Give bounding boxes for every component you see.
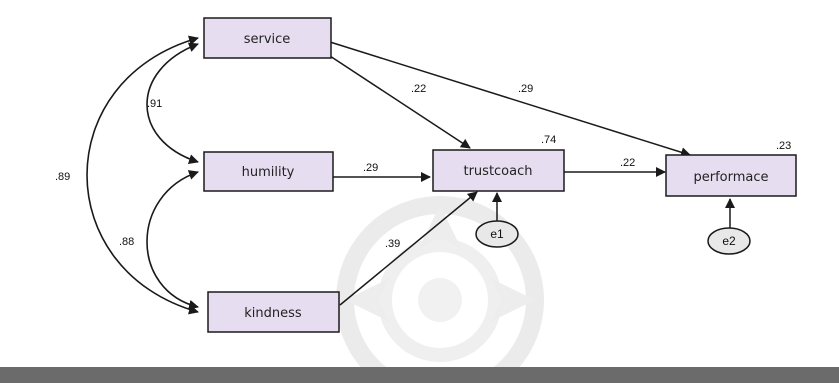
coef-humility-trustcoach-label: .29 <box>363 162 378 174</box>
error-e1: e1 <box>475 220 519 248</box>
variable-kindness-label: kindness <box>244 306 302 321</box>
variable-humility-label: humility <box>242 165 295 180</box>
coef-service-trustcoach-label: .22 <box>411 83 426 95</box>
corr-service-humility-label: .91 <box>147 98 162 110</box>
variable-kindness: kindness <box>207 291 340 333</box>
covariance-service-humility <box>146 42 199 164</box>
coef-service-performance-label: .29 <box>518 83 533 95</box>
error-e2: e2 <box>707 227 751 255</box>
variable-trustcoach-label: trustcoach <box>463 164 532 179</box>
variable-service-label: service <box>244 32 291 47</box>
rsq-trustcoach-label: .74 <box>541 134 556 146</box>
coef-kindness-trustcoach-label: .39 <box>385 238 400 250</box>
covariance-humility-kindness <box>146 170 199 310</box>
corr-humility-kindness-label: .88 <box>119 236 134 248</box>
corr-service-kindness-label: .89 <box>55 171 70 183</box>
path-service-performance <box>329 41 691 158</box>
rsq-performance-label: .23 <box>776 140 791 152</box>
variable-humility: humility <box>203 151 334 192</box>
covariance-service-kindness <box>86 35 199 315</box>
path-service-trustcoach <box>329 55 471 149</box>
variable-trustcoach: trustcoach <box>432 149 565 192</box>
variable-performance-label: performace <box>693 170 768 185</box>
error-e1-label: e1 <box>490 227 504 241</box>
path-kindness-trustcoach <box>339 191 478 306</box>
variable-service: service <box>203 17 332 59</box>
bottom-bar <box>0 367 839 383</box>
coef-trustcoach-performance-label: .22 <box>620 157 635 169</box>
variable-performance: performace <box>665 154 797 197</box>
error-e2-label: e2 <box>722 234 736 248</box>
